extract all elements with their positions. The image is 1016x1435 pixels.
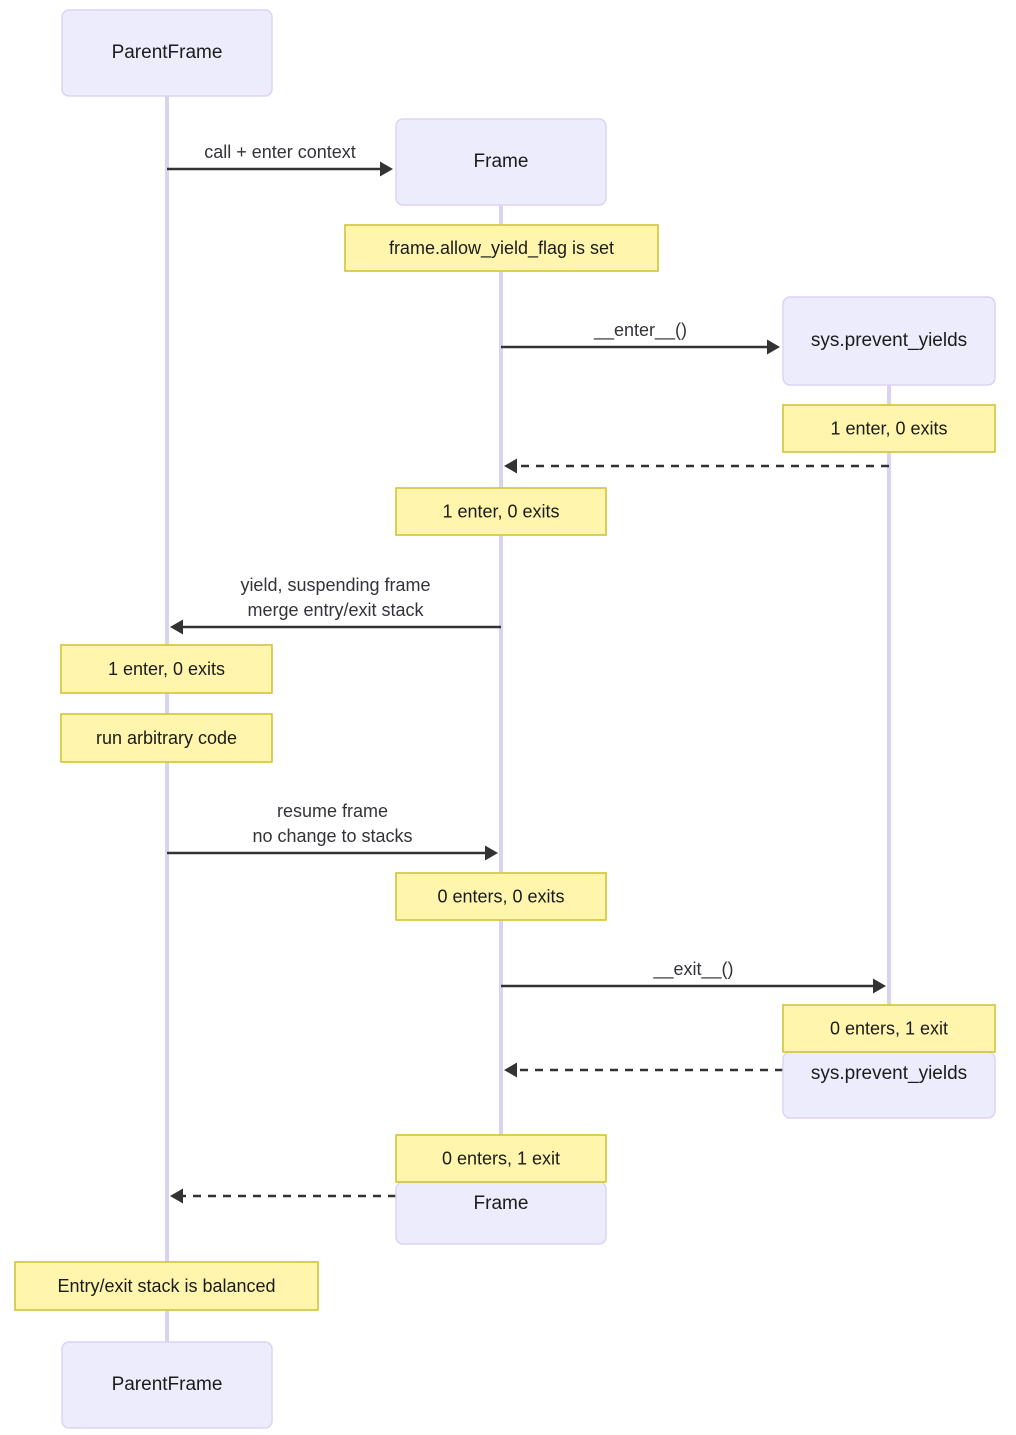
note-box xyxy=(395,1134,607,1183)
note-n8: 0 enters, 1 exit xyxy=(395,1134,607,1183)
participant-sys-top[interactable]: sys.prevent_yields xyxy=(782,296,996,386)
note-n5: run arbitrary code xyxy=(60,713,273,763)
note-n4: 1 enter, 0 exits xyxy=(60,644,273,694)
note-label: 1 enter, 0 exits xyxy=(442,501,559,521)
note-label: frame.allow_yield_flag is set xyxy=(389,238,614,259)
arrow-head-icon xyxy=(170,1188,183,1204)
participant-box[interactable] xyxy=(61,9,273,97)
participant-box[interactable] xyxy=(395,118,607,206)
arrow-head-icon xyxy=(504,458,517,474)
participant-frame-bottom[interactable]: Frame xyxy=(395,1181,607,1245)
message-label: __exit__() xyxy=(652,959,733,980)
note-label: 0 enters, 1 exit xyxy=(442,1148,560,1168)
arrow-head-icon xyxy=(485,845,498,861)
message-m2: __enter__() xyxy=(501,320,780,355)
note-n3: 1 enter, 0 exits xyxy=(395,487,607,536)
participant-label: sys.prevent_yields xyxy=(811,330,967,351)
participant-parent-top[interactable]: ParentFrame xyxy=(61,9,273,97)
note-box xyxy=(14,1261,319,1311)
note-label: Entry/exit stack is balanced xyxy=(57,1276,275,1296)
message-m4: yield, suspending frame merge entry/exit … xyxy=(170,575,501,635)
participant-label: Frame xyxy=(474,1193,529,1214)
participant-label: sys.prevent_yields xyxy=(811,1063,967,1084)
message-m8 xyxy=(170,1188,396,1204)
notes-layer: frame.allow_yield_flag is set 1 enter, 0 … xyxy=(14,224,996,1311)
note-label: 0 enters, 1 exit xyxy=(830,1018,948,1038)
note-box xyxy=(395,872,607,921)
note-box xyxy=(60,713,273,763)
note-label: 1 enter, 0 exits xyxy=(108,659,225,679)
note-n6: 0 enters, 0 exits xyxy=(395,872,607,921)
note-box xyxy=(782,1004,996,1053)
arrow-head-icon xyxy=(767,339,780,355)
message-m1: call + enter context xyxy=(167,142,393,177)
message-label: __enter__() xyxy=(593,320,687,341)
participant-frame-top[interactable]: Frame xyxy=(395,118,607,206)
arrow-head-icon xyxy=(380,161,393,177)
note-n2: 1 enter, 0 exits xyxy=(782,404,996,453)
participant-box[interactable] xyxy=(782,1051,996,1119)
note-n1: frame.allow_yield_flag is set xyxy=(344,224,659,272)
message-label: resume frame xyxy=(277,801,388,821)
arrow-head-icon xyxy=(873,978,886,994)
participant-box[interactable] xyxy=(782,296,996,386)
note-label: 1 enter, 0 exits xyxy=(830,418,947,438)
participant-box[interactable] xyxy=(61,1341,273,1429)
message-m7 xyxy=(504,1062,783,1078)
note-box xyxy=(395,487,607,536)
message-label: no change to stacks xyxy=(252,826,412,846)
participant-label: ParentFrame xyxy=(112,1374,223,1395)
message-label: yield, suspending frame xyxy=(240,575,430,595)
participant-label: Frame xyxy=(474,151,529,172)
participants-layer: ParentFrameFramesys.prevent_yieldssys.pr… xyxy=(61,9,996,1429)
message-m5: resume frame no change to stacks xyxy=(167,801,498,861)
participant-label: ParentFrame xyxy=(112,42,223,63)
message-label: merge entry/exit stack xyxy=(247,600,424,620)
note-n9: Entry/exit stack is balanced xyxy=(14,1261,319,1311)
participant-sys-bottom[interactable]: sys.prevent_yields xyxy=(782,1051,996,1119)
note-label: run arbitrary code xyxy=(96,728,237,748)
arrow-head-icon xyxy=(504,1062,517,1078)
message-m3 xyxy=(504,458,889,474)
arrow-head-icon xyxy=(170,619,183,635)
note-label: 0 enters, 0 exits xyxy=(437,886,564,906)
message-m6: __exit__() xyxy=(501,959,886,994)
note-box xyxy=(782,404,996,453)
note-box xyxy=(60,644,273,694)
message-label: call + enter context xyxy=(204,142,356,162)
note-n7: 0 enters, 1 exit xyxy=(782,1004,996,1053)
participant-parent-bottom[interactable]: ParentFrame xyxy=(61,1341,273,1429)
note-box xyxy=(344,224,659,272)
messages-layer: call + enter context __enter__() yield, su… xyxy=(167,142,889,1204)
